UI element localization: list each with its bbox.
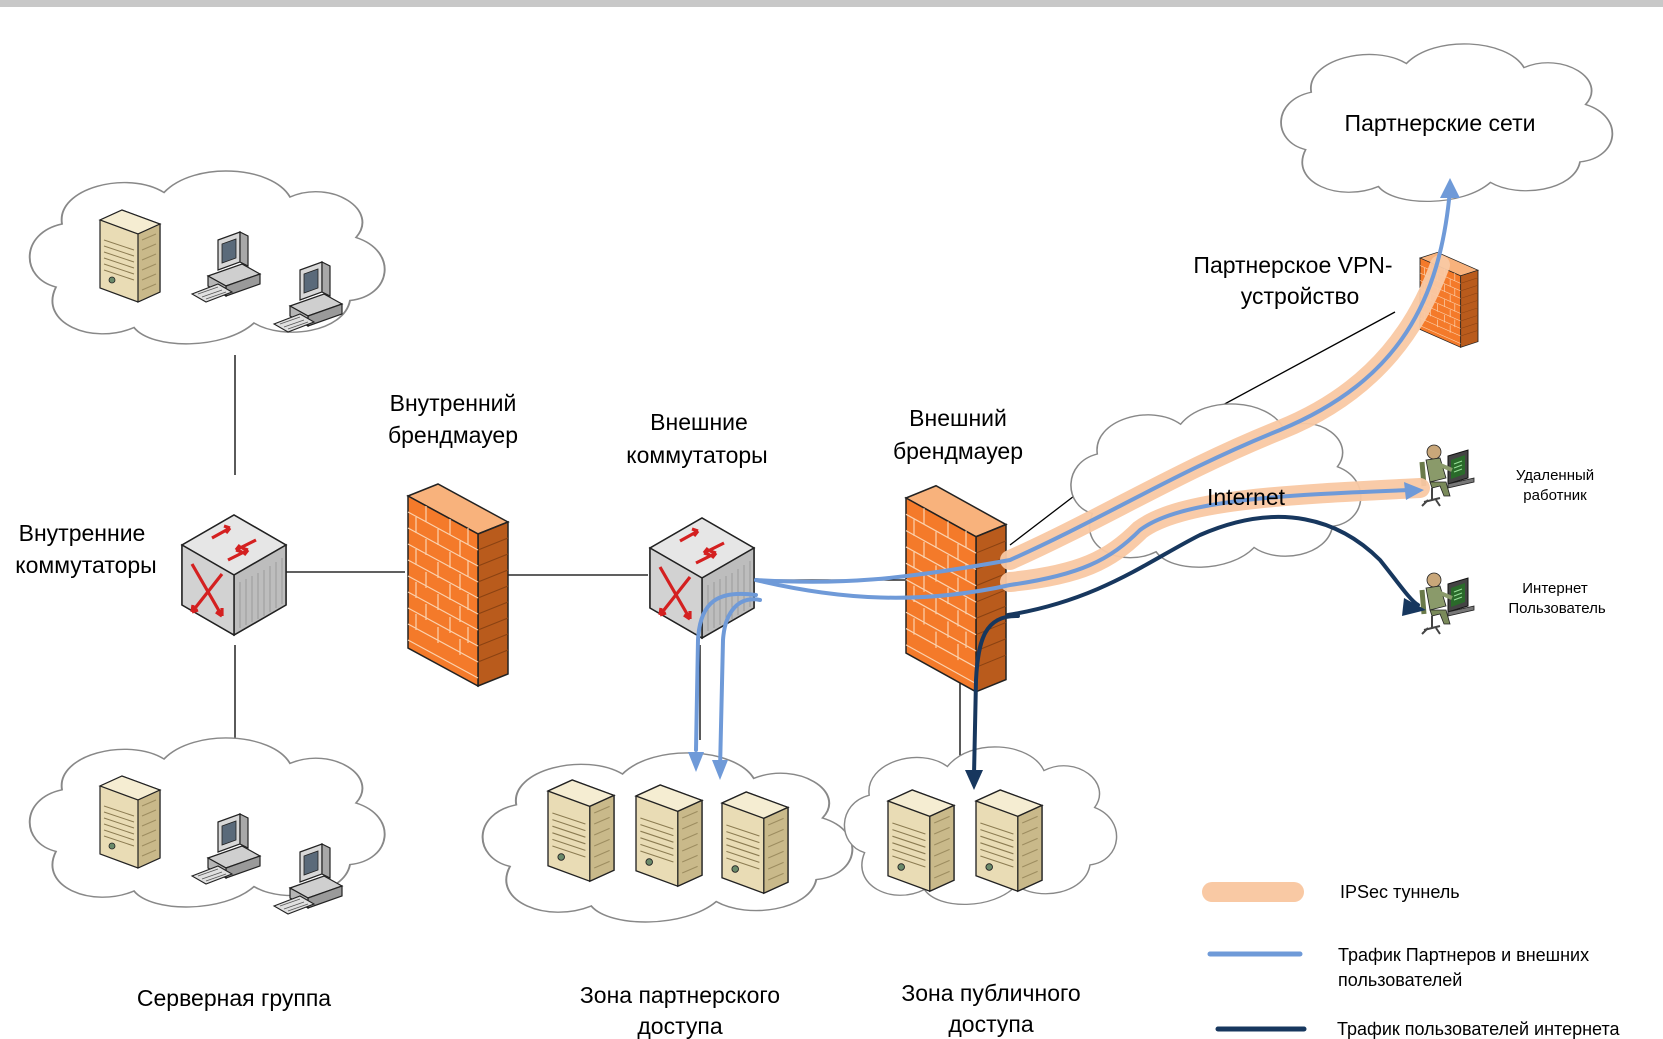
external-firewall-label-line2: брендмауер [893, 438, 1023, 464]
legend-internet-traffic-label: Трафик пользователей интернета [1337, 1019, 1621, 1039]
server-icon [99, 209, 161, 303]
partner-zone-label-line2: доступа [637, 1013, 722, 1039]
public-zone-label-line1: Зона публичного [901, 980, 1080, 1006]
external-switches-label-line2: коммутаторы [626, 442, 767, 468]
server-icon [975, 789, 1043, 892]
internet-user-icon [1422, 573, 1474, 634]
internet-traffic-arrowheads [965, 598, 1426, 790]
server-icon [99, 775, 161, 869]
internet-user-label-line2: Пользователь [1508, 600, 1606, 617]
server-icon [887, 789, 955, 892]
partner-networks-label: Партнерские сети [1345, 110, 1536, 136]
internal-switches-label-line2: коммутаторы [15, 552, 156, 578]
internet-label: Internet [1207, 484, 1286, 510]
legend-ipsec-label: IPSec туннель [1340, 882, 1460, 902]
internal-firewall [407, 483, 509, 687]
server-group-label: Серверная группа [137, 985, 331, 1011]
legend: IPSec туннель Трафик Партнеров и внешних… [1202, 882, 1621, 1039]
remote-worker-icon [1422, 445, 1474, 506]
external-firewall-label-line1: Внешний [909, 405, 1007, 431]
legend-partner-traffic-label-line1: Трафик Партнеров и внешних [1338, 945, 1589, 965]
internal-switch [180, 513, 288, 637]
server-icon [635, 784, 703, 887]
internet-traffic-paths [972, 515, 1420, 777]
partner-vpn-label-line2: устройство [1241, 283, 1360, 309]
top-border [0, 0, 1663, 7]
public-zone-label-line2: доступа [948, 1011, 1033, 1037]
external-switches-label-line1: Внешние [650, 409, 748, 435]
server-icon [721, 791, 789, 894]
internal-firewall-label-line2: брендмауер [388, 422, 518, 448]
partner-traffic-paths [694, 188, 1452, 772]
internal-firewall-label-line1: Внутренний [390, 390, 517, 416]
internal-switches-label-line1: Внутренние [19, 520, 146, 546]
remote-worker-label-line2: работник [1523, 487, 1587, 504]
remote-worker-label-line1: Удаленный [1516, 467, 1594, 484]
legend-partner-traffic-label-line2: пользователей [1338, 970, 1462, 990]
partner-vpn-label-line1: Партнерское VPN- [1193, 252, 1392, 278]
partner-traffic-arrowheads [688, 178, 1460, 780]
partner-zone-label-line1: Зона партнерского [580, 982, 780, 1008]
server-icon [547, 779, 615, 882]
internet-user-label-line1: Интернет [1522, 580, 1588, 597]
